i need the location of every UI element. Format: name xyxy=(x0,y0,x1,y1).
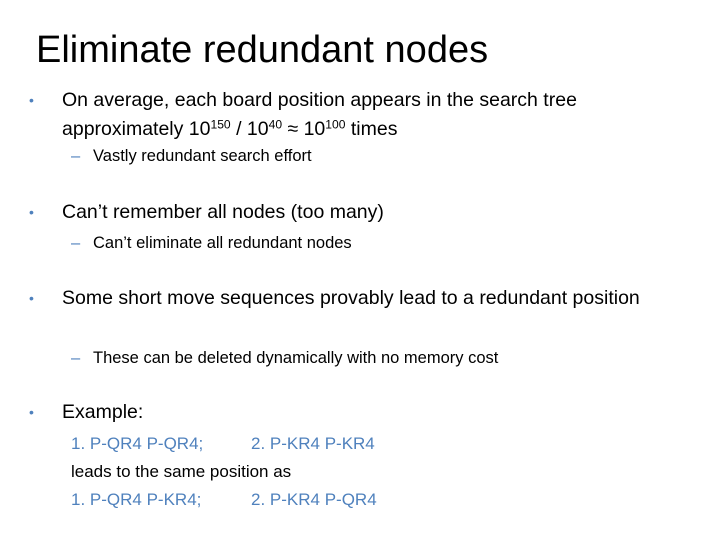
exponent-1: 150 xyxy=(210,117,231,132)
dash-icon: – xyxy=(71,349,81,367)
example-line-3: 1. P-QR4 P-KR4; 2. P-KR4 P-QR4 xyxy=(71,486,377,514)
bullet-1: • On average, each board position appear… xyxy=(29,86,662,144)
example-line-1: 1. P-QR4 P-QR4; 2. P-KR4 P-KR4 xyxy=(71,430,377,458)
sub-bullet-1: – Vastly redundant search effort xyxy=(71,144,312,168)
exponent-3: 100 xyxy=(325,117,346,132)
bullet-icon: • xyxy=(29,204,34,220)
sub-bullet-3: – These can be deleted dynamically with … xyxy=(71,346,499,370)
example-block: 1. P-QR4 P-QR4; 2. P-KR4 P-KR4 leads to t… xyxy=(71,430,377,514)
bullet-1-text-c: ≈ 10 xyxy=(282,118,326,140)
exponent-2: 40 xyxy=(268,117,283,132)
move-sequence-2a: 1. P-QR4 P-KR4; xyxy=(71,490,202,509)
bullet-1-text-b: / 10 xyxy=(230,118,269,140)
sub-bullet-2-text: Can’t eliminate all redundant nodes xyxy=(93,234,352,252)
move-sequence-1b: 2. P-KR4 P-KR4 xyxy=(251,434,375,453)
bullet-icon: • xyxy=(29,290,34,306)
sub-bullet-2: – Can’t eliminate all redundant nodes xyxy=(71,231,352,255)
dash-icon: – xyxy=(71,147,81,165)
move-sequence-2b: 2. P-KR4 P-QR4 xyxy=(251,490,377,509)
bullet-4: • Example: xyxy=(29,398,662,427)
bullet-4-text: Example: xyxy=(62,401,144,423)
bullet-1-text-d: times xyxy=(345,118,398,140)
bullet-3: • Some short move sequences provably lea… xyxy=(29,284,662,313)
sub-bullet-1-text: Vastly redundant search effort xyxy=(93,147,312,165)
move-sequence-1a: 1. P-QR4 P-QR4; xyxy=(71,434,204,453)
slide-title: Eliminate redundant nodes xyxy=(36,29,489,71)
sub-bullet-3-text: These can be deleted dynamically with no… xyxy=(93,349,499,367)
bullet-icon: • xyxy=(29,92,34,108)
bullet-icon: • xyxy=(29,404,34,420)
bullet-1-text-a: On average, each board position appears … xyxy=(62,89,577,140)
bullet-3-text: Some short move sequences provably lead … xyxy=(62,287,640,309)
example-line-2: leads to the same position as xyxy=(71,462,292,481)
dash-icon: – xyxy=(71,234,81,252)
bullet-2-text: Can’t remember all nodes (too many) xyxy=(62,201,384,223)
bullet-2: • Can’t remember all nodes (too many) xyxy=(29,198,662,227)
